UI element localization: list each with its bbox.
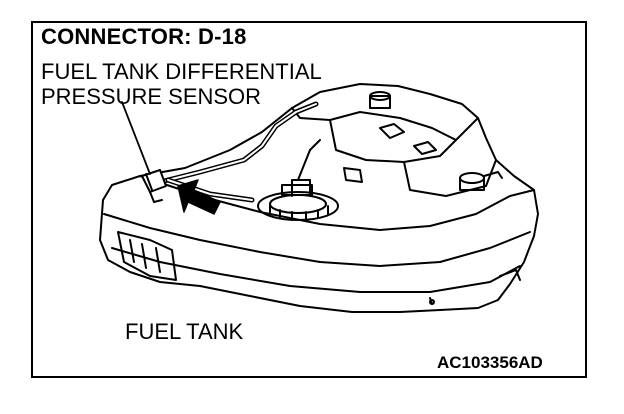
- tank-bottom-line: [111, 247, 521, 293]
- sensor-label: FUEL TANK DIFFERENTIAL PRESSURE SENSOR: [41, 59, 322, 109]
- right-valve: [459, 172, 485, 184]
- tank-left-panel: [117, 231, 177, 281]
- diagram-frame: [31, 21, 587, 378]
- vapor-hose: [157, 101, 319, 185]
- tank-rear-hump: [291, 107, 479, 141]
- figure-code: AC103356AD: [437, 353, 543, 372]
- sensor-label-line2: PRESSURE SENSOR: [41, 84, 262, 109]
- filler-neck: [369, 95, 391, 109]
- sensor-label-line1: FUEL TANK DIFFERENTIAL: [41, 59, 322, 84]
- pressure-sensor: [141, 169, 167, 193]
- tank-outline: [99, 83, 539, 313]
- tank-belt-line: [103, 213, 531, 267]
- arrow-icon: [177, 179, 221, 215]
- sensor-leader-line: [121, 101, 151, 175]
- pump-flange: [257, 191, 339, 221]
- connector-title: CONNECTOR: D-18: [41, 24, 247, 49]
- fuel-tank-label: FUEL TANK: [125, 319, 244, 344]
